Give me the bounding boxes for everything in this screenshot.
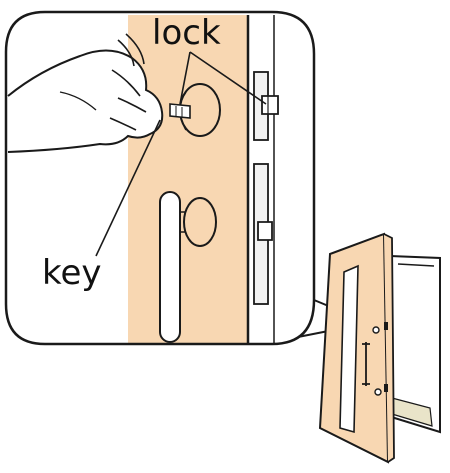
small-knob-dot (374, 388, 382, 396)
door-glass (339, 264, 359, 434)
deadbolt (261, 95, 279, 115)
zoom-callout (4, 10, 375, 346)
small-pull-handle (362, 342, 370, 386)
key-label: key (42, 253, 102, 293)
latch-bolt (257, 221, 273, 241)
small-lock-dot (372, 326, 380, 334)
full-door-illustration (318, 232, 441, 464)
callout-frame (4, 10, 316, 346)
lock-leader-lines (179, 51, 267, 105)
key-leader-line (95, 119, 161, 257)
hand (7, 33, 164, 153)
pull-handle (159, 191, 217, 343)
key-shape (169, 103, 191, 119)
lock-label: lock (152, 13, 221, 53)
